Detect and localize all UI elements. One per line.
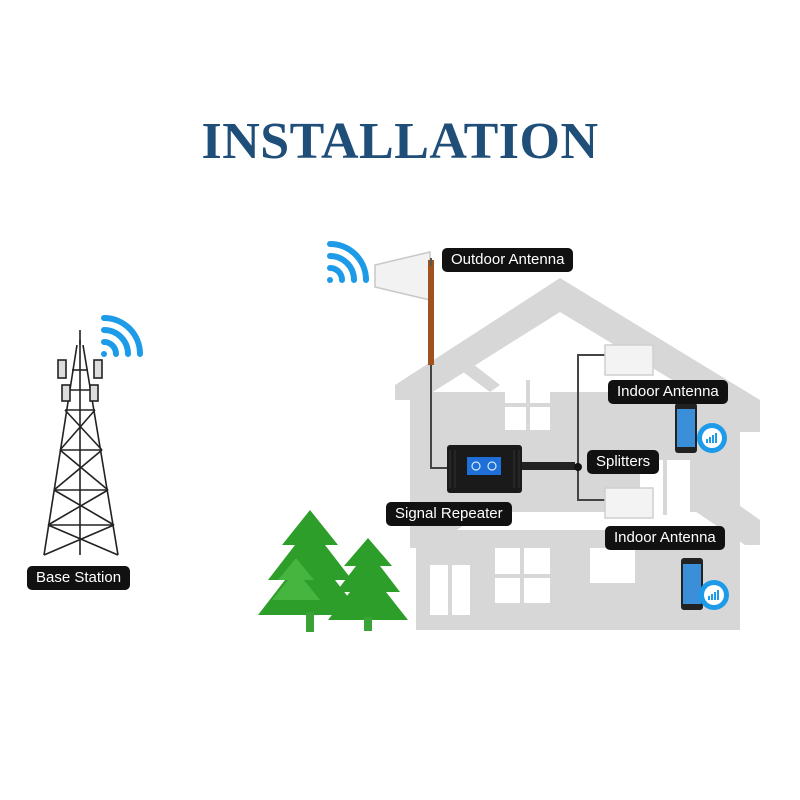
indoor-antenna-top-label: Indoor Antenna xyxy=(608,380,728,404)
phone-icon-bottom xyxy=(681,558,729,610)
splitter-icon xyxy=(574,463,582,471)
tower-signal-icon xyxy=(101,315,143,357)
splitter-connector xyxy=(520,462,575,470)
signal-repeater-label: Signal Repeater xyxy=(386,502,512,526)
indoor-antenna-bottom-label: Indoor Antenna xyxy=(605,526,725,550)
base-station-label: Base Station xyxy=(27,566,131,590)
base-station-tower xyxy=(43,330,119,556)
indoor-antenna-bottom-panel xyxy=(604,487,654,519)
phone-icon-top xyxy=(675,403,727,453)
antenna-signal-icon xyxy=(327,241,369,283)
signal-repeater-device xyxy=(447,445,522,493)
indoor-antenna-top-panel xyxy=(604,344,654,376)
trees-illustration xyxy=(258,510,408,632)
page-title: INSTALLATION xyxy=(201,113,599,170)
cables xyxy=(430,354,605,501)
outdoor-antenna-illustration xyxy=(374,251,434,365)
outdoor-antenna-label: Outdoor Antenna xyxy=(442,248,574,272)
splitters-label: Splitters xyxy=(587,450,660,474)
